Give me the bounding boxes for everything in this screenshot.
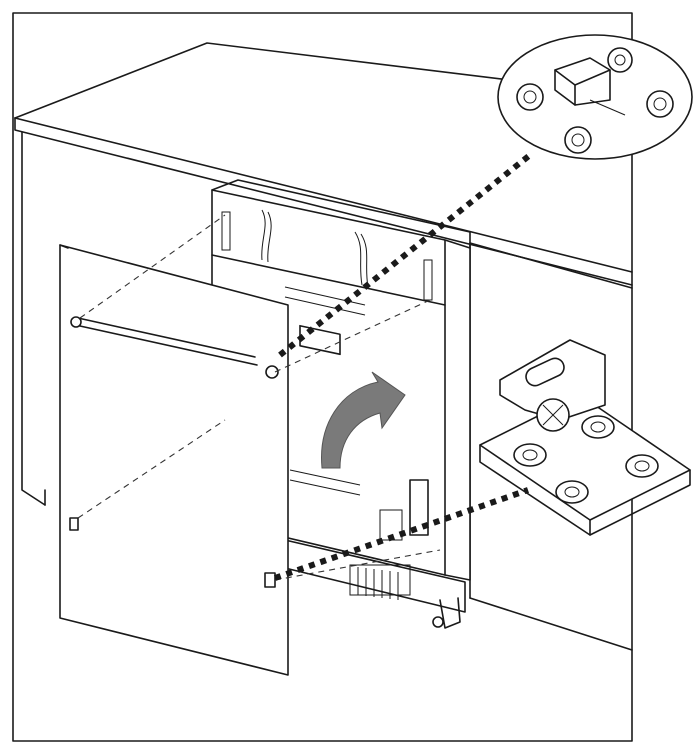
leader-to-clip-detail xyxy=(278,152,532,358)
alignment-guides xyxy=(77,214,441,581)
figure-frame xyxy=(12,12,633,742)
furniture-door-panel xyxy=(59,244,289,676)
clip-detail-icon xyxy=(497,34,693,160)
bracket-detail-icon xyxy=(479,339,691,536)
kitchen-cabinet xyxy=(14,42,633,651)
leader-to-bracket-detail xyxy=(274,487,529,581)
base-vents xyxy=(349,564,411,600)
rotation-arrow-icon xyxy=(321,371,406,469)
